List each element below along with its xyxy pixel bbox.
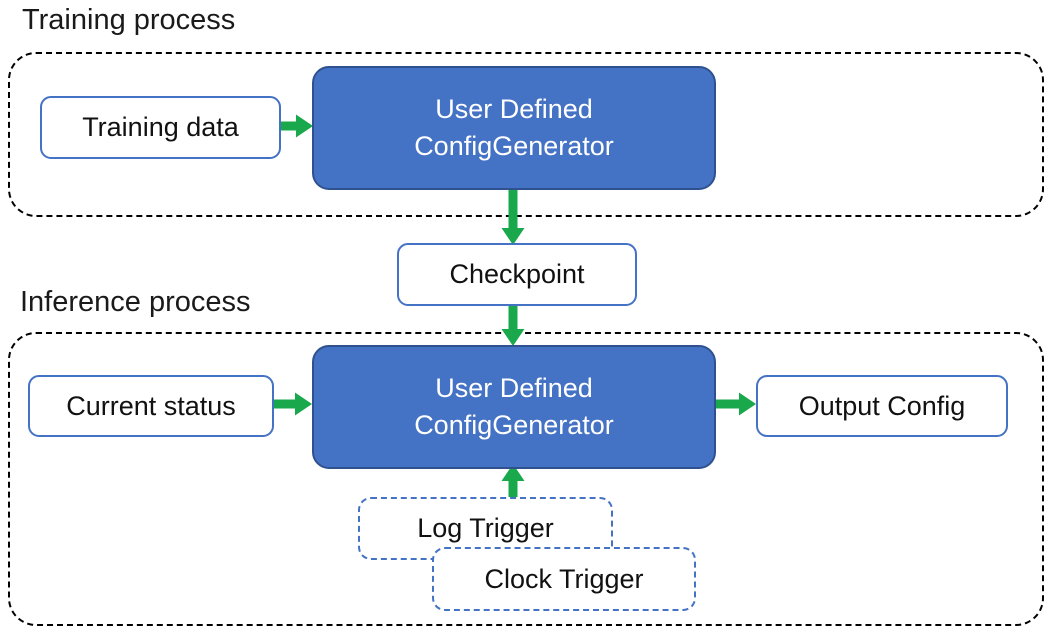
inference-config-generator-box: User Defined ConfigGenerator [312,345,716,469]
clock-trigger-box: Clock Trigger [432,547,696,611]
training-config-generator-line1: User Defined [435,94,593,124]
inference-config-generator-line1: User Defined [435,373,593,403]
training-config-generator-line2: ConfigGenerator [414,131,614,161]
current-status-box: Current status [28,375,274,437]
training-config-generator-box: User Defined ConfigGenerator [312,66,716,190]
training-process-title: Training process [22,4,236,36]
training-process-container [8,52,1044,217]
inference-process-title: Inference process [20,286,251,318]
output-config-box: Output Config [756,375,1008,437]
checkpoint-box: Checkpoint [397,243,637,306]
inference-config-generator-line2: ConfigGenerator [414,410,614,440]
training-data-box: Training data [40,96,281,159]
inference-process-container [8,332,1044,626]
